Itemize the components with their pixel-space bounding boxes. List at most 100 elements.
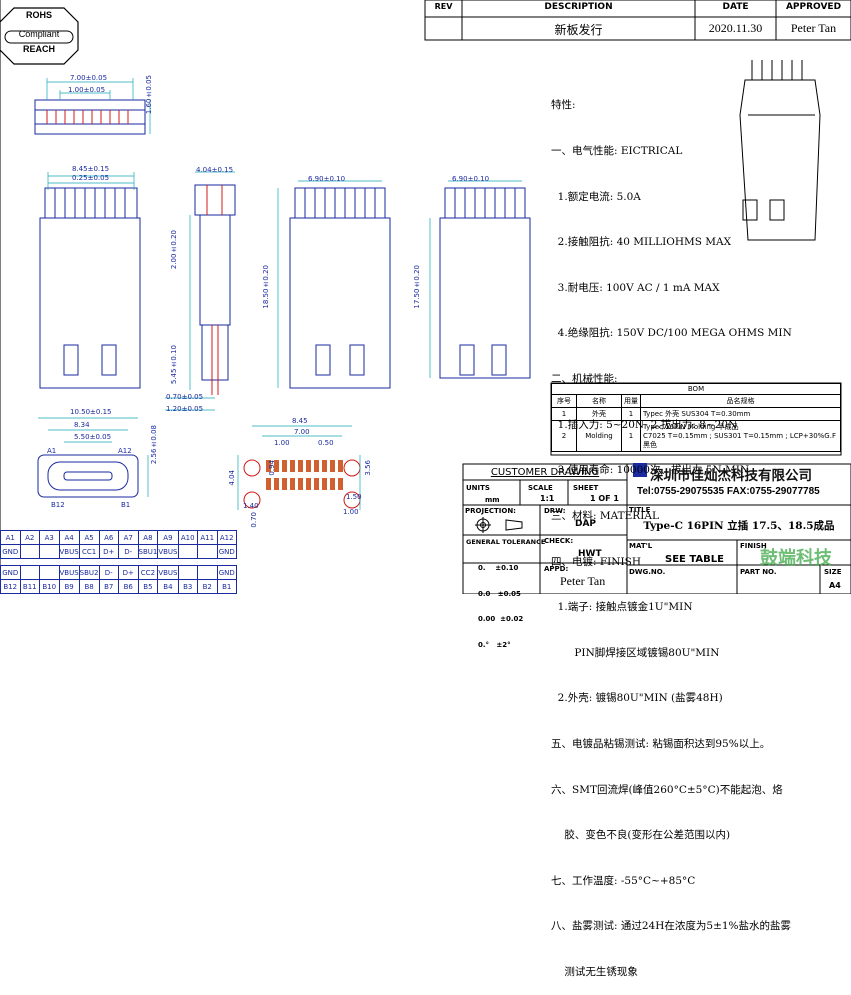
dim-pcb-s2: 0.70 [250, 512, 258, 528]
dim-pcb-s5: 0.94 [268, 460, 276, 476]
pin-cell: SBU2 [78, 565, 100, 580]
dim-side-small1: 5.45±0.10 [170, 345, 178, 385]
pin-cell [197, 544, 218, 559]
pin-cell: B9 [58, 579, 80, 594]
bom-qty: 1 [621, 420, 641, 452]
scale-value: 1:1 [540, 494, 555, 503]
dim-pcb-h2: 3.56 [364, 460, 372, 476]
dim-side-width: 4.04±0.15 [196, 166, 234, 174]
spec-line: PIN脚焊接区域镀锡80U"MIN [551, 646, 720, 659]
dim-front-width: 8.45±0.15 [72, 165, 110, 173]
pin-cell [177, 544, 198, 559]
face-a1-label: A1 [47, 447, 57, 455]
pin-cell [197, 565, 218, 580]
bom-table: BOM 序号 名称 用量 品名规格 1 外壳 1 Typec 外壳 SUS304… [551, 383, 841, 452]
appd-value: Peter Tan [560, 574, 606, 588]
tolerance-list: 0. ±0.10 0.0 ±0.05 0.00 ±0.02 0.° ±2° [478, 547, 523, 658]
bom-name: 外壳 [576, 407, 622, 421]
dim-front-pitch: 0.25±0.05 [72, 174, 110, 182]
description-header: DESCRIPTION [544, 2, 613, 12]
finish-label: FINISH [740, 542, 767, 550]
compliant-label: Compliant [18, 29, 60, 39]
pin-cell: B8 [78, 579, 100, 594]
pin-cell [19, 544, 40, 559]
dim-pcb-w1: 8.45 [292, 417, 308, 425]
bom-spec: Typec 外壳 SUS304 T=0.30mm [640, 407, 841, 421]
pin-cell: A2 [19, 530, 40, 545]
rohs-label: ROHS [25, 10, 52, 20]
spec-line: 六、SMT回流焊(峰值260°C±5°C)不能起泡、烙 [551, 783, 783, 796]
dim-pcb-w2: 7.00 [294, 428, 310, 436]
spec-line: 1.端子: 接触点镀金1U"MIN [551, 601, 693, 614]
spec-line: 1.额定电流: 5.0A [551, 190, 641, 203]
dim-top-height: 1.60±0.05 [145, 75, 153, 115]
pin-cell: A9 [157, 530, 179, 545]
size-value: A4 [829, 581, 841, 590]
bom-header: 序号 [551, 394, 577, 408]
spec-line: 4.绝缘阻抗: 150V DC/100 MEGA OHMS MIN [551, 327, 792, 340]
dwg-no-label: DWG.NO. [629, 568, 666, 576]
drw-label: DRW: [544, 507, 566, 515]
pin-cell: GND [216, 565, 237, 580]
pin-cell: D- [118, 544, 139, 559]
drawing-canvas [0, 0, 851, 594]
pin-cell: D- [98, 565, 119, 580]
dim-right-width: 6.90±0.10 [452, 175, 490, 183]
dim-pcb-s4: 1.00 [343, 508, 359, 516]
bom-header: 品名规格 [640, 394, 841, 408]
date-header: DATE [722, 2, 749, 12]
check-label: CHECK: [544, 537, 574, 545]
spec-line: 测试无生锈现象 [551, 965, 638, 978]
bom-row: 2 Molding 1 Typec 16PIN Molding 半成品 C702… [551, 420, 841, 452]
title-label: TITLE [629, 506, 651, 514]
tolerance-line: 0. ±0.10 [478, 564, 519, 572]
rev-header: REV [434, 2, 453, 11]
pin-cell: B4 [157, 579, 179, 594]
dim-pcb-s3: 1.50 [346, 493, 362, 501]
dim-face-outer: 10.50±0.15 [70, 408, 112, 416]
pin-cell: VBUS [58, 544, 80, 559]
dim-side-small3: 1.20±0.05 [166, 405, 204, 413]
matl-value: SEE TABLE [665, 554, 724, 565]
dim-top-width: 7.00±0.05 [70, 74, 108, 82]
dim-face-inner: 5.50±0.05 [74, 433, 112, 441]
bom-no: 2 [551, 420, 577, 452]
spec-line: 2.外壳: 镀锡80U"MIN (盐雾48H) [551, 692, 723, 705]
pin-cell: CC1 [78, 544, 100, 559]
pin-cell [19, 565, 40, 580]
reach-label: REACH [22, 44, 55, 54]
spec-line: 二、机械性能: [551, 373, 618, 386]
pin-cell: CC2 [137, 565, 159, 580]
dim-pcb-p2: 0.50 [318, 439, 334, 447]
dim-pcb-s1: 1.40 [243, 502, 259, 510]
tolerance-line: 0.° ±2° [478, 640, 511, 649]
size-label: SIZE [824, 568, 842, 576]
watermark: 鼓端科技 [760, 548, 832, 569]
pin-cell: GND [0, 565, 21, 580]
face-b12-label: B12 [51, 501, 65, 509]
pin-cell: B11 [19, 579, 40, 594]
projection-label: PROJECTION: [465, 507, 516, 515]
spec-line: 八、盐雾测试: 通过24H在浓度为5±1%盐水的盐雾 [551, 920, 792, 933]
dim-mid-length: 18.50±0.20 [262, 265, 270, 309]
pin-cell: D+ [98, 544, 119, 559]
sheet-label: SHEET [573, 484, 599, 492]
spec-line: 五、电镀品粘锡测试: 粘锡面积达到95%以上。 [551, 737, 771, 750]
scale-label: SCALE [528, 484, 553, 492]
dim-right-length: 17.50±0.20 [413, 265, 421, 309]
dim-side-small2: 0.70±0.05 [166, 393, 204, 401]
pin-cell: A5 [78, 530, 100, 545]
appd-label: APPD: [544, 565, 569, 573]
bom-name: Molding [576, 420, 622, 452]
tolerance-line: 0.00 ±0.02 [478, 615, 524, 623]
dim-mid-width: 6.90±0.10 [308, 175, 346, 183]
pin-cell: B6 [118, 579, 139, 594]
pin-cell: B7 [98, 579, 119, 594]
part-no-label: PART NO. [740, 568, 777, 576]
pin-cell: B10 [39, 579, 60, 594]
dim-face-mid: 8.34 [74, 421, 90, 429]
